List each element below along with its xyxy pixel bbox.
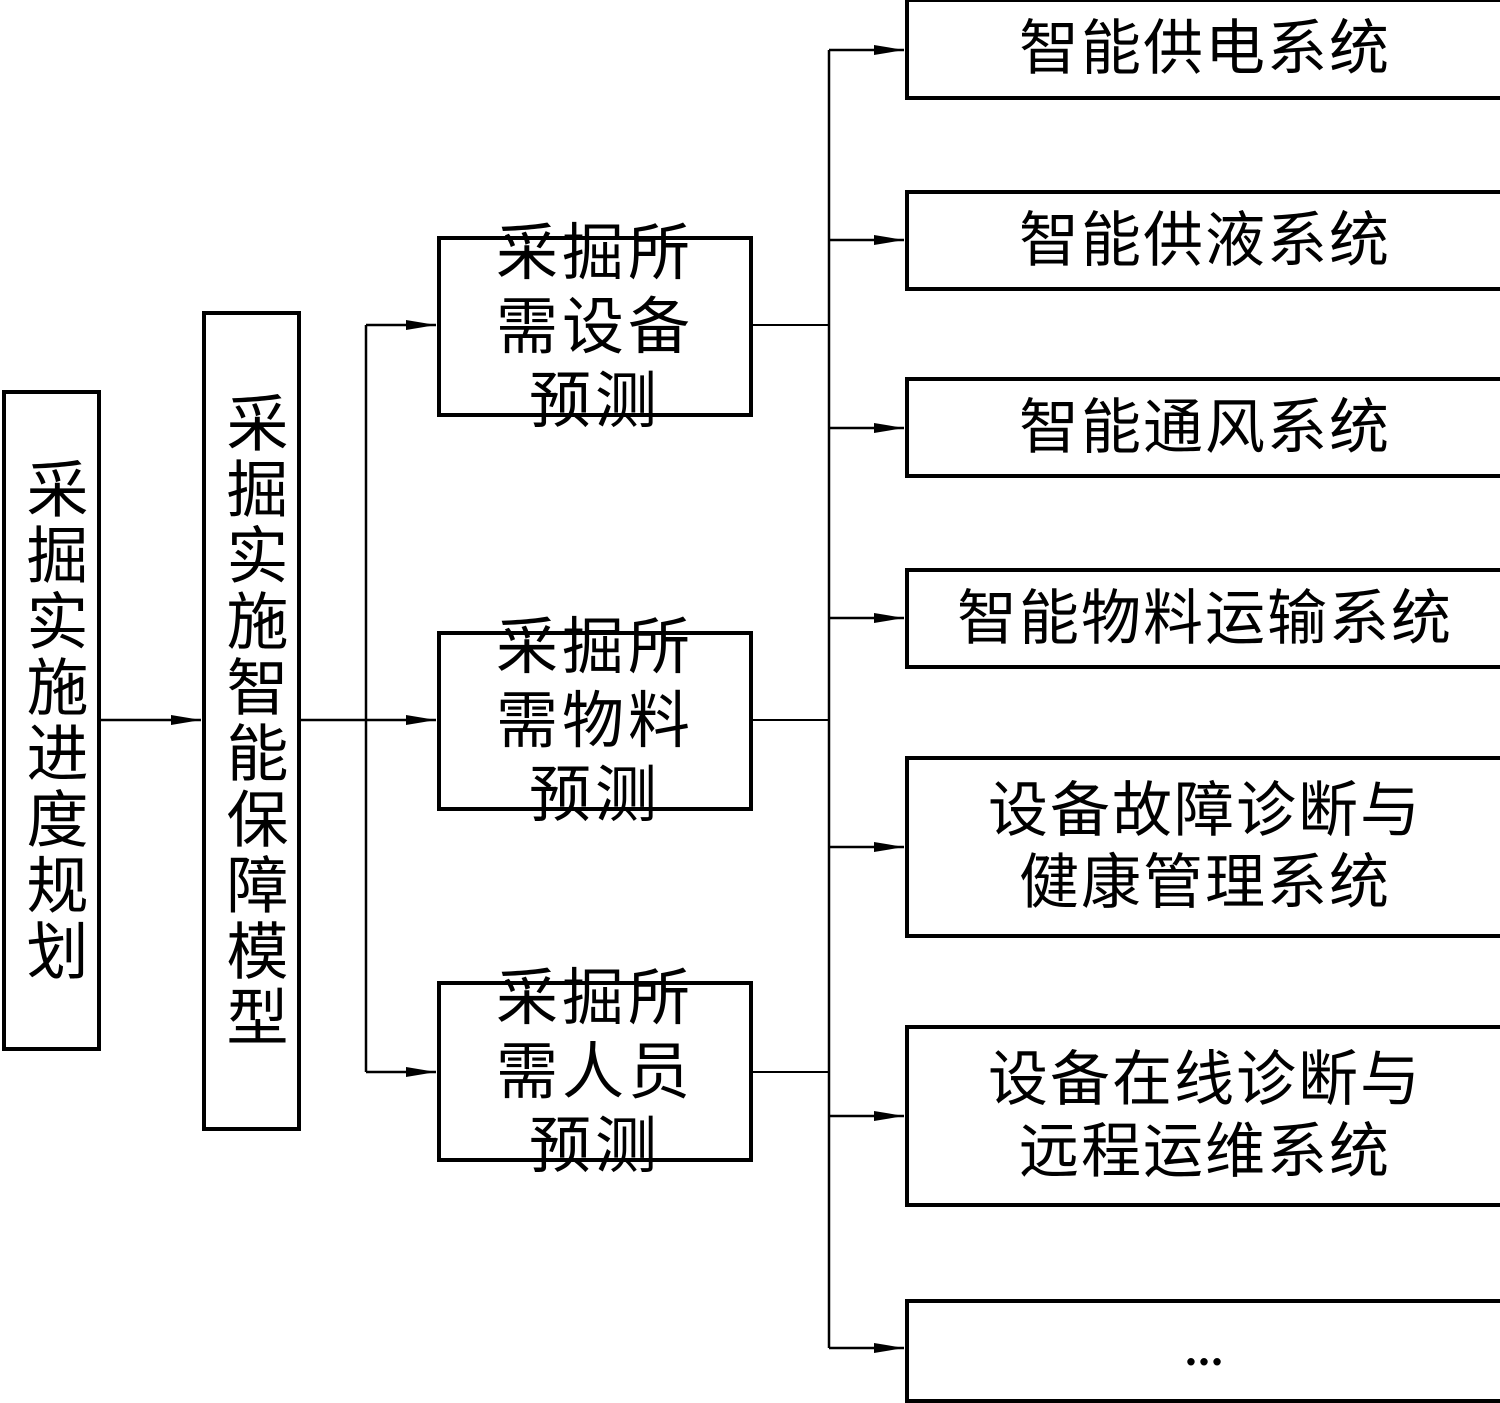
node-online-system-label: 设备在线诊断与远程运维系统	[988, 1045, 1422, 1187]
node-model: 采掘实施智能保障模型	[202, 311, 301, 1131]
node-online-system: 设备在线诊断与远程运维系统	[905, 1025, 1500, 1207]
node-personnel-prediction: 采掘所需人员预测	[437, 961, 753, 1182]
node-ventilation-system-label: 智能通风系统	[1019, 392, 1391, 463]
node-materials-prediction: 采掘所需物料预测	[437, 610, 753, 831]
node-materials-prediction-label: 采掘所需物料预测	[495, 610, 694, 831]
node-planning: 采掘实施进度规划	[2, 390, 101, 1051]
node-fluid-system-label: 智能供液系统	[1019, 205, 1391, 276]
node-fault-system-label: 设备故障诊断与健康管理系统	[988, 776, 1422, 918]
node-personnel-prediction-label: 采掘所需人员预测	[495, 960, 694, 1182]
node-fluid-system: 智能供液系统	[905, 190, 1500, 291]
node-planning-label: 采掘实施进度规划	[15, 456, 89, 985]
node-transport-system-label: 智能物料运输系统	[957, 583, 1453, 654]
ellipsis-label: …	[1184, 1327, 1226, 1375]
node-equipment-prediction: 采掘所需设备预测	[437, 216, 753, 437]
node-equipment-prediction-label: 采掘所需设备预测	[495, 215, 694, 437]
node-ventilation-system: 智能通风系统	[905, 377, 1500, 478]
node-fault-system: 设备故障诊断与健康管理系统	[905, 756, 1500, 938]
node-power-system: 智能供电系统	[905, 0, 1500, 100]
node-model-label: 采掘实施智能保障模型	[215, 391, 289, 1051]
node-transport-system: 智能物料运输系统	[905, 568, 1500, 669]
node-more-systems: …	[905, 1299, 1500, 1403]
node-power-system-label: 智能供电系统	[1019, 14, 1391, 84]
